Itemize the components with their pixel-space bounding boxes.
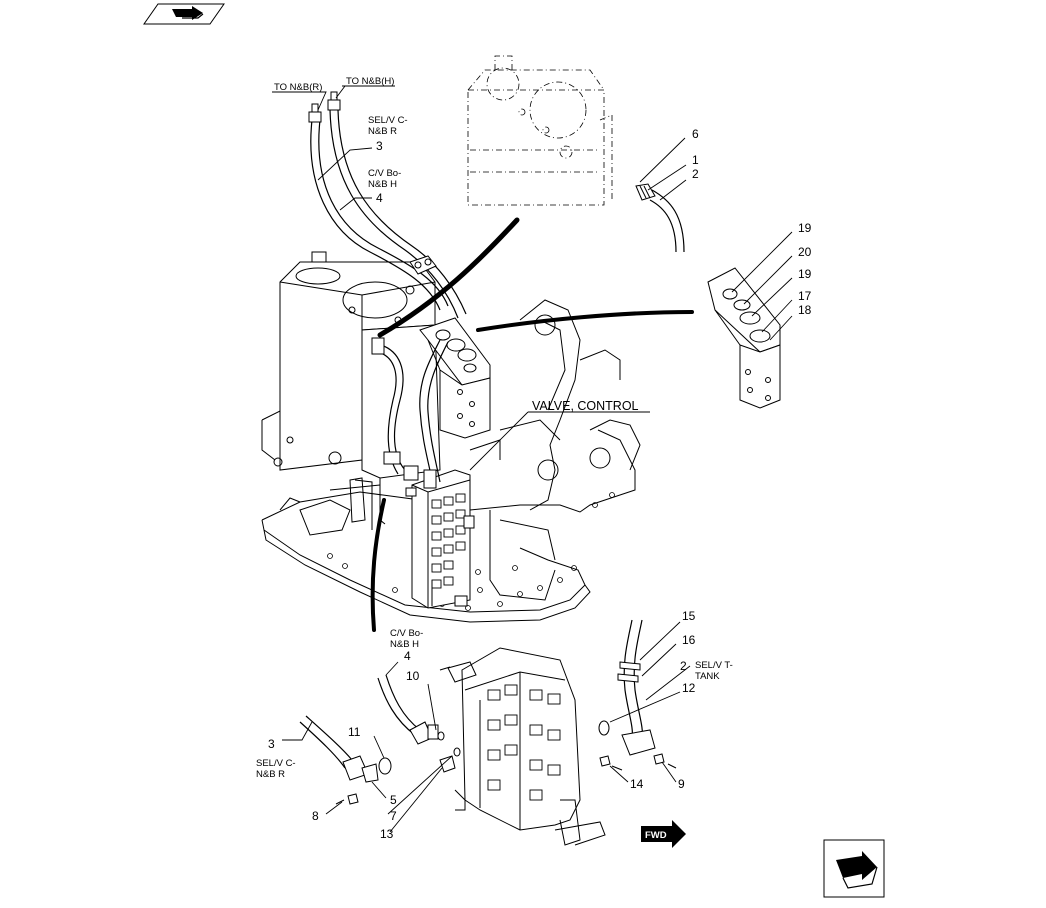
label-selv-c-bottom-line1: SEL/V C- [256,758,296,769]
control-valve-exploded [439,647,606,846]
label-cv-bo-top-line2: N&B H [368,179,397,190]
plug-13 [439,755,456,773]
control-valve-assembly [411,469,475,609]
callout-3b: 3 [268,737,275,751]
callout-10: 10 [406,669,420,683]
callout-4: 4 [376,191,383,205]
bolt-9 [653,753,665,765]
callout-16: 16 [682,633,696,647]
label-cv-bo-top-line1: C/V Bo- [368,168,401,179]
leader-lines [272,85,793,833]
selector-valve-block [419,317,491,439]
label-to-nb-r: TO N&B(R) [274,82,322,93]
callout-4b: 4 [404,649,411,663]
label-selv-c-bottom-line2: N&B R [256,769,285,780]
valve-block-detail [707,267,781,409]
o-ring-11 [378,757,392,775]
ghost-tank-assembly [467,55,613,206]
label-valve-control: VALVE, CONTROL [532,399,639,413]
label-selv-c-top-line1: SEL/V C- [368,115,408,126]
hydraulic-tank [273,251,441,530]
callout-19a: 19 [798,221,812,235]
callout-7: 7 [390,809,397,823]
detail-pointer-bars [370,217,694,632]
callout-12: 12 [682,681,696,695]
small-parts [335,720,677,805]
label-cv-bo-bottom-line2: N&B H [390,639,419,650]
o-ring-10 [437,731,445,741]
callout-3: 3 [376,139,383,153]
callout-5: 5 [390,793,397,807]
fwd-label: FWD [645,830,667,841]
callout-9: 9 [678,777,685,791]
callout-20: 20 [798,245,812,259]
callout-18: 18 [798,303,812,317]
next-page-arrow-icon[interactable] [823,839,885,898]
callout-19b: 19 [798,267,812,281]
o-ring-12 [598,720,610,736]
bolt-14 [599,755,611,767]
bolt-8 [347,793,359,805]
callout-6: 6 [692,127,699,141]
hoses-upper [308,91,467,497]
callout-8: 8 [312,809,319,823]
callout-13: 13 [380,827,394,841]
label-selv-t-tank-line1: SEL/V T- [695,660,733,671]
label-selv-c-top-line2: N&B R [368,126,397,137]
label-selv-t-tank-line2: TANK [695,671,720,682]
label-cv-bo-bottom-line1: C/V Bo- [390,628,423,639]
callout-2: 2 [692,167,699,181]
label-to-nb-h: TO N&B(H) [346,76,394,87]
callout-1: 1 [692,153,699,167]
callout-17: 17 [798,289,812,303]
text-labels: TO N&B(R) TO N&B(H) SEL/V C- N&B R 3 C/V… [256,76,812,841]
callout-11: 11 [348,725,361,739]
o-ring-7 [453,747,461,757]
hoses-lower [299,619,656,783]
forward-arrow-icon: FWD [641,820,686,848]
next-page-arrow-icon[interactable] [143,3,225,25]
callout-2b: 2 [680,659,687,673]
callout-14: 14 [630,777,644,791]
hose-end-detail [635,183,685,253]
callout-15: 15 [682,609,696,623]
